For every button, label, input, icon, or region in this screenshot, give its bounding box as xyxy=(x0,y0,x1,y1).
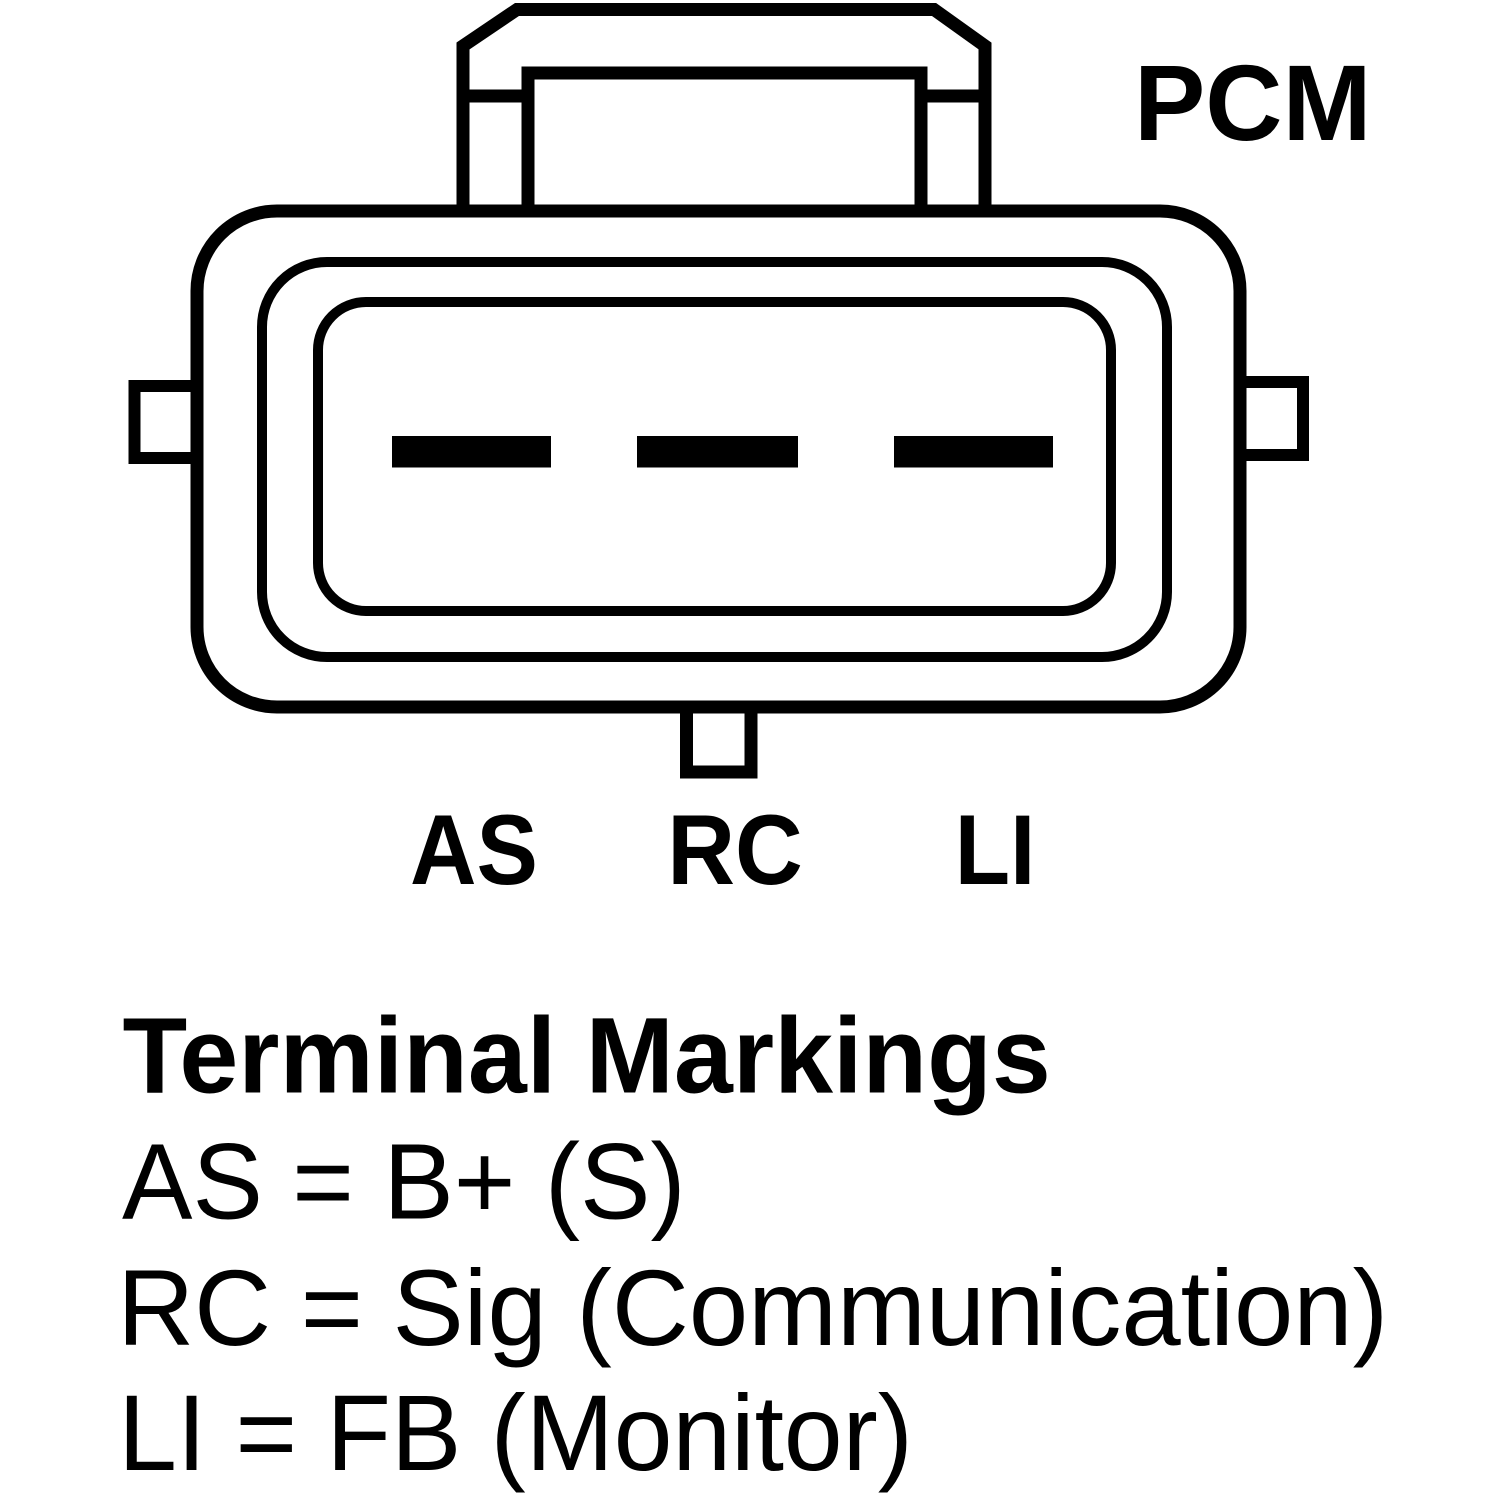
svg-text:AS = B+ (S): AS = B+ (S) xyxy=(122,1121,686,1242)
svg-text:PCM: PCM xyxy=(1134,42,1372,163)
svg-text:RC: RC xyxy=(667,794,803,905)
svg-text:LI: LI xyxy=(955,794,1036,905)
svg-text:AS: AS xyxy=(410,794,538,905)
svg-text:RC = Sig (Communication): RC = Sig (Communication) xyxy=(117,1247,1388,1368)
svg-text:LI = FB (Monitor): LI = FB (Monitor) xyxy=(118,1372,913,1493)
svg-text:Terminal Markings: Terminal Markings xyxy=(123,996,1051,1116)
